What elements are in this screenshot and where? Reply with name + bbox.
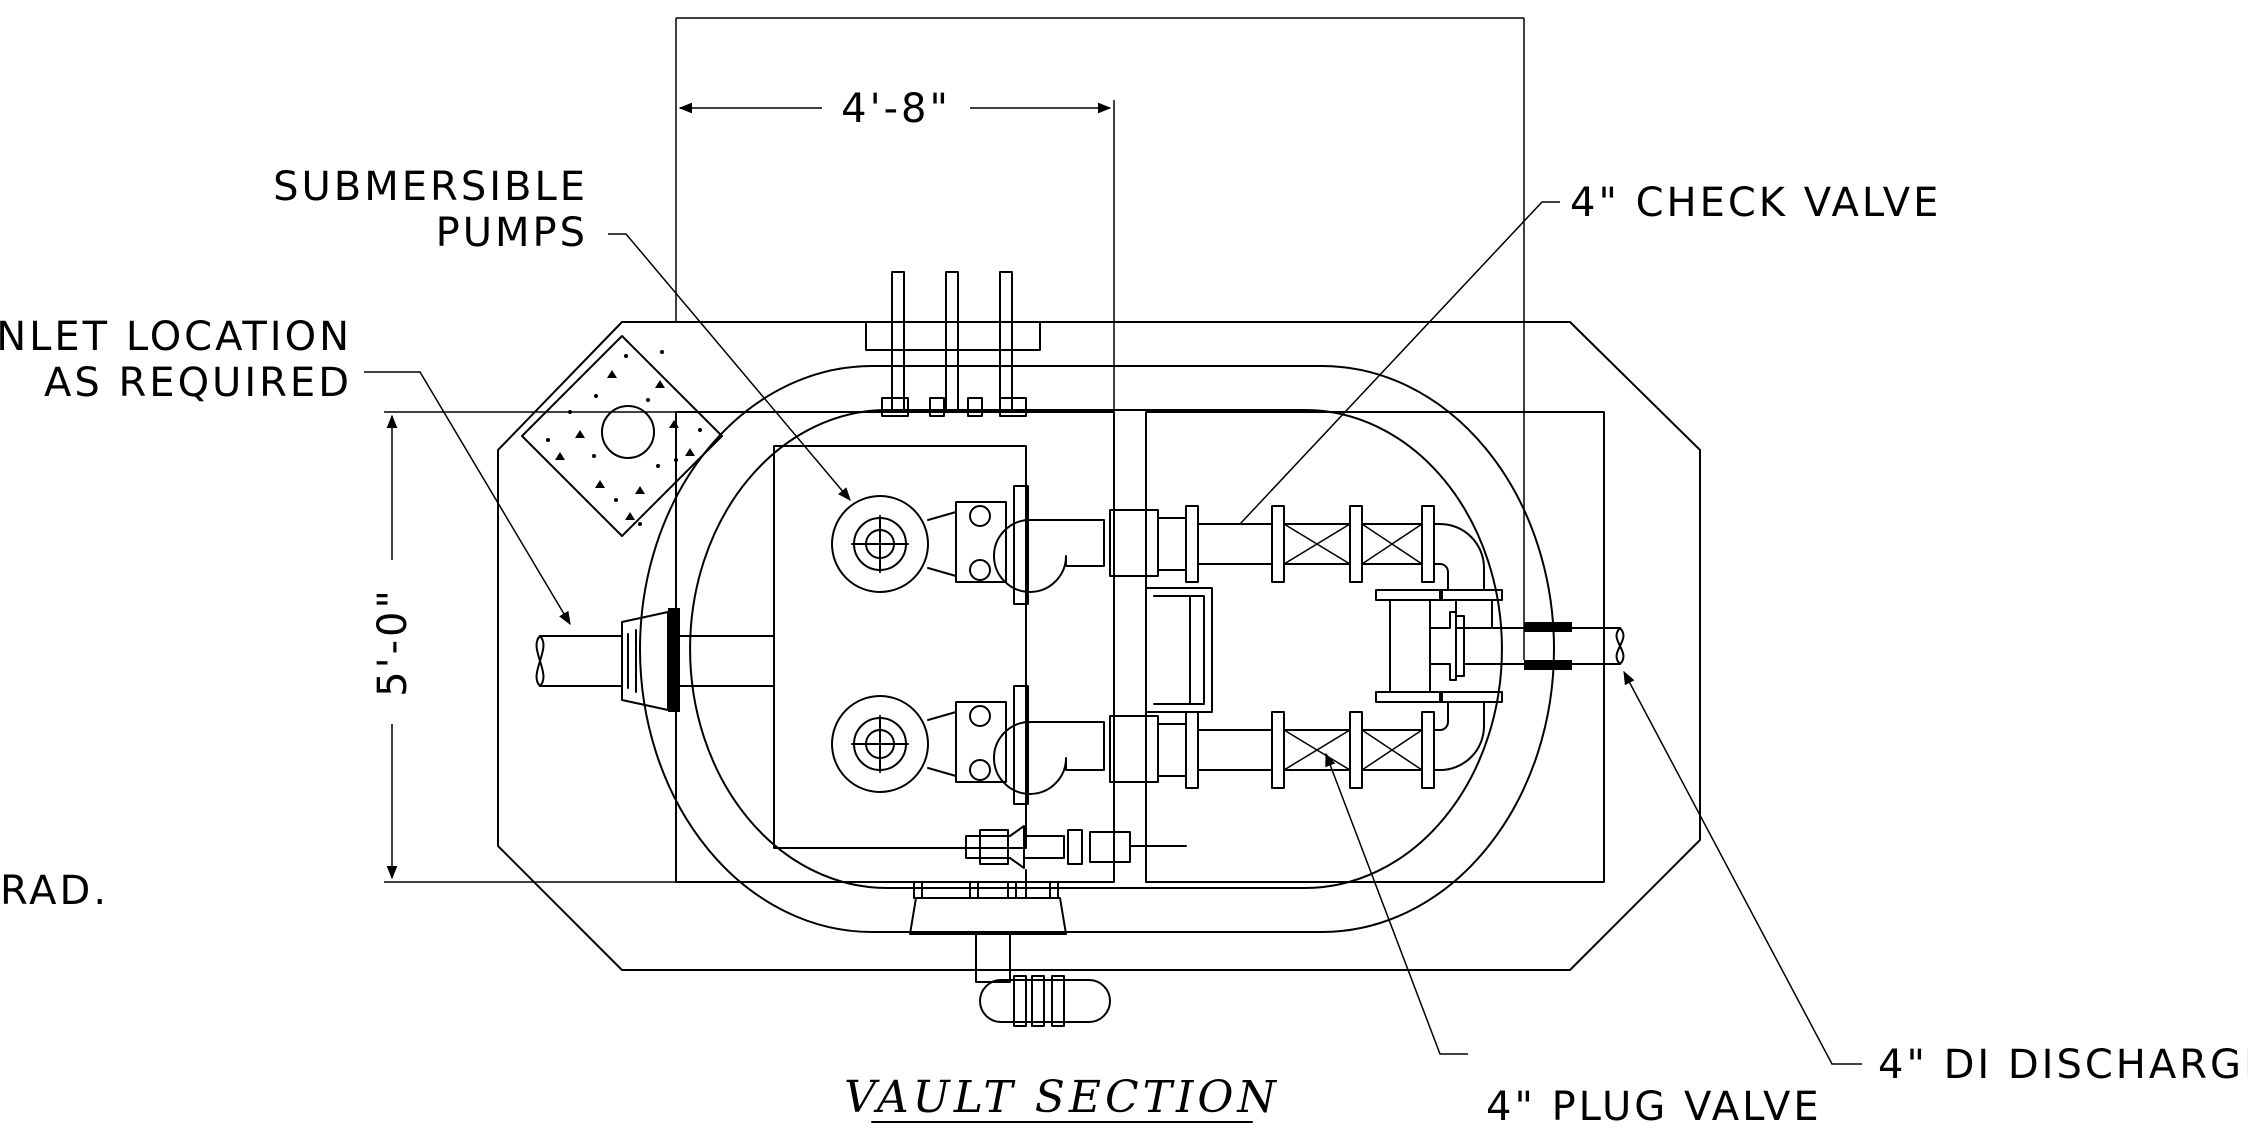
di-discharge-label: 4" DI DISCHARGE xyxy=(1878,1042,2248,1088)
inlet-concrete-block xyxy=(521,335,723,537)
inlet-location-label-2: AS REQUIRED xyxy=(44,360,352,406)
plug-valve-label: 4" PLUG VALVE xyxy=(1486,1084,1822,1130)
dimension-top-extension xyxy=(675,17,1525,660)
guide-rail-bracket-top xyxy=(865,271,1041,417)
submersible-pumps-label-2: PUMPS xyxy=(436,210,588,256)
drawing-title: VAULT SECTION xyxy=(844,1072,1280,1123)
discharge-line-upper xyxy=(1109,505,1503,681)
hatch-right xyxy=(1145,411,1605,883)
dimension-height xyxy=(384,411,676,883)
dimension-height-label: 5'-0" xyxy=(370,587,416,697)
bottom-valve-assembly xyxy=(965,825,1187,899)
inlet-pipe xyxy=(535,608,775,712)
leader-lines xyxy=(364,201,1862,1065)
wet-well-outer xyxy=(639,365,1555,933)
submersible-pump-upper xyxy=(831,485,1105,605)
submersible-pumps-label-1: SUBMERSIBLE xyxy=(273,164,588,210)
discharge-support xyxy=(1145,587,1213,713)
discharge-line-lower xyxy=(1109,679,1503,789)
check-valve-label: 4" CHECK VALVE xyxy=(1570,180,1941,226)
submersible-pump-lower xyxy=(831,685,1105,805)
rad-label: RAD. xyxy=(0,868,109,914)
inlet-location-label-1: INLET LOCATION xyxy=(0,314,352,360)
guide-rail-bracket-bottom xyxy=(909,881,1067,935)
wet-well-inner xyxy=(689,409,1503,889)
vault-outline xyxy=(497,321,1701,971)
vent-piping xyxy=(975,933,1111,1027)
dimension-width-label: 4'-8" xyxy=(841,86,951,132)
discharge-manifold xyxy=(1429,611,1625,681)
pump-frame xyxy=(773,445,1027,849)
